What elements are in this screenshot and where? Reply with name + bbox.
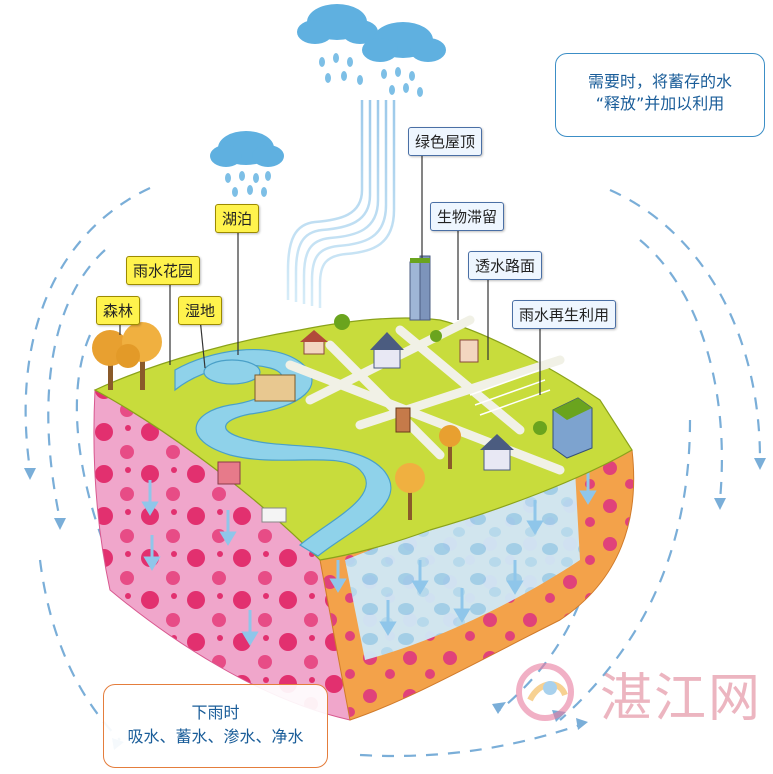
release-note: 需要时，将蓄存的水 “释放”并加以利用 [555, 53, 765, 137]
rain-note-line-1: 下雨时 [191, 703, 240, 722]
garden-trees [334, 314, 547, 520]
label-wetland: 湿地 [178, 296, 223, 325]
lake [203, 359, 261, 385]
label-green-roof: 绿色屋顶 [408, 127, 483, 156]
green-roof-tower [409, 255, 431, 321]
rain-note: 下雨时 吸水、蓄水、渗水、净水 [103, 684, 328, 768]
forest-trees [92, 322, 162, 390]
rain-streams [286, 100, 412, 308]
rain-cloud-icon [210, 131, 284, 197]
watermark-text: 湛江网 [600, 669, 763, 729]
rain-cloud-icon [297, 4, 446, 97]
houses [217, 330, 514, 523]
office-building [552, 397, 593, 459]
infiltration-arrows [141, 470, 597, 646]
rain-note-line-2: 吸水、蓄水、渗水、净水 [127, 727, 304, 746]
label-rain-reuse: 雨水再生利用 [512, 300, 617, 329]
label-bio-retention: 生物滞留 [430, 202, 505, 231]
watermark-logo-icon [516, 663, 574, 721]
release-note-line-1: 需要时，将蓄存的水 [587, 72, 732, 91]
leader-lines [119, 152, 541, 395]
permeable-road-area [469, 369, 551, 416]
water-storage-tank [345, 470, 580, 660]
river [174, 348, 392, 557]
label-forest: 森林 [96, 296, 141, 325]
release-note-line-2: “释放”并加以利用 [595, 94, 725, 113]
label-permeable-road: 透水路面 [468, 251, 543, 280]
label-rain-garden: 雨水花园 [126, 256, 201, 285]
label-lake: 湖泊 [215, 204, 260, 233]
